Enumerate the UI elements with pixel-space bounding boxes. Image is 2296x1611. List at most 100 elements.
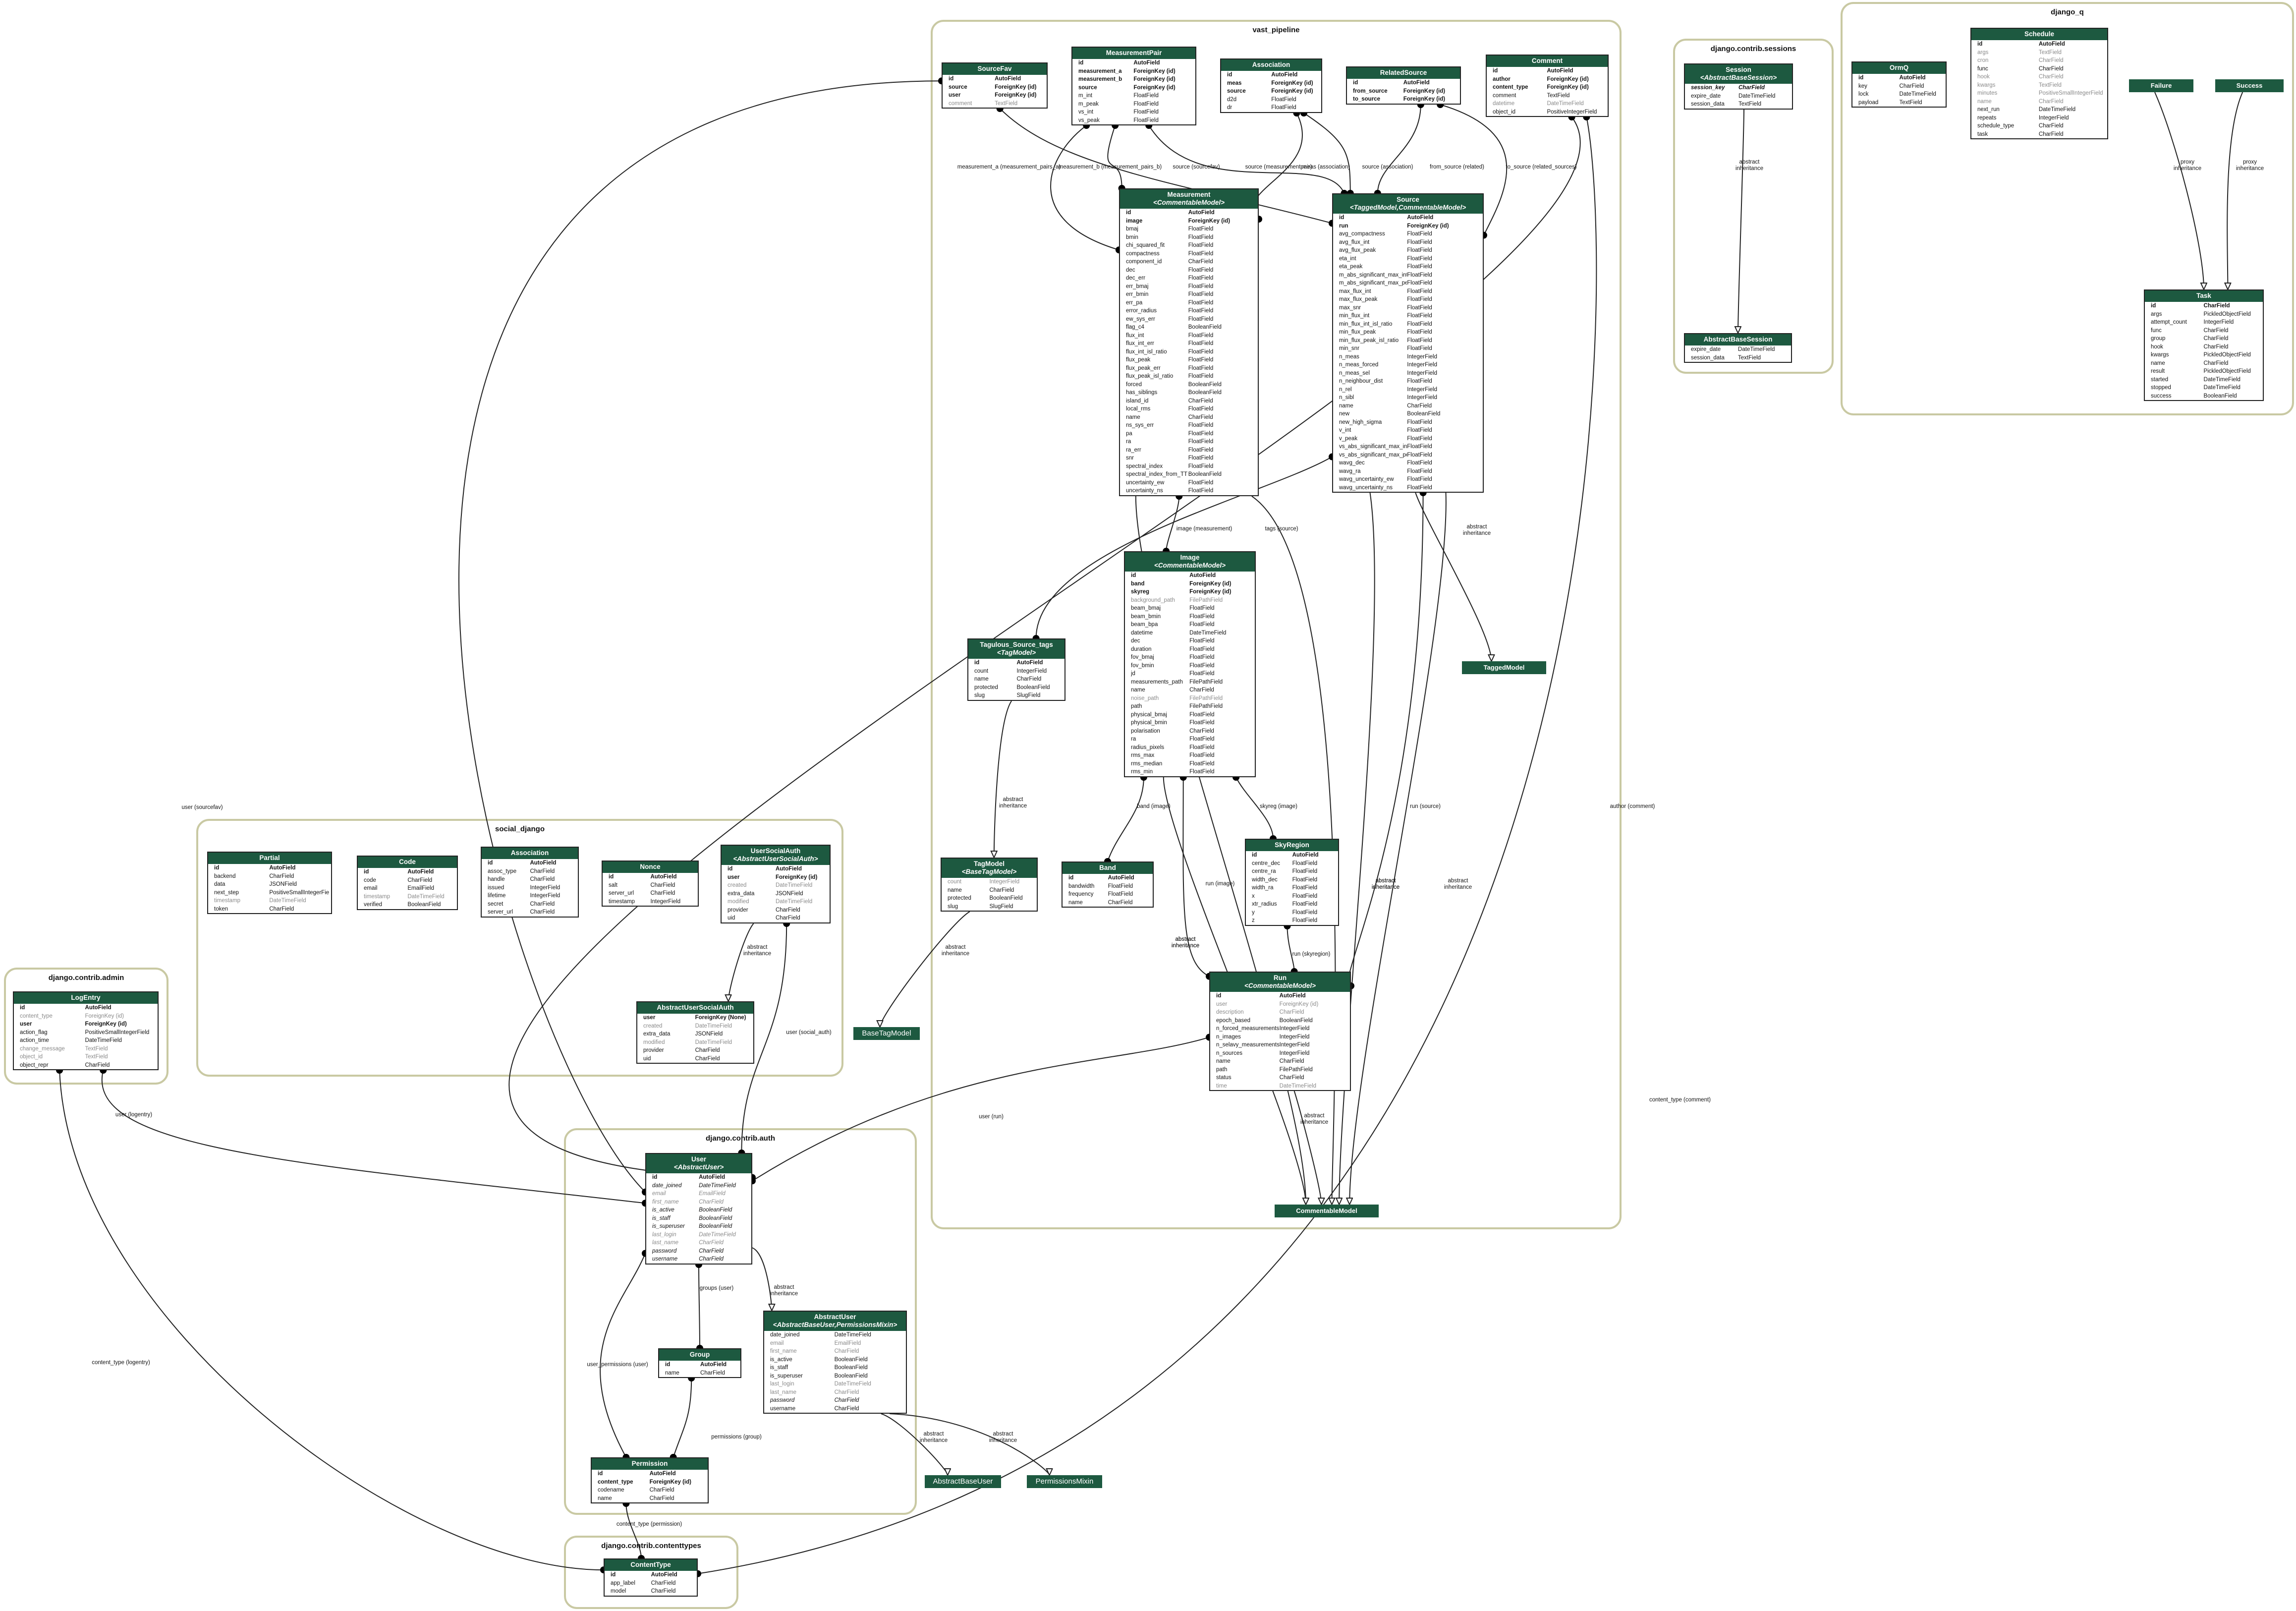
field-name: physical_bmin (1131, 720, 1167, 726)
field-name: polarisation (1131, 728, 1160, 734)
node-permissions-mixin[interactable]: PermissionsMixin (1027, 1475, 1102, 1488)
node-success[interactable]: Success (2215, 79, 2284, 92)
field-type: AutoField (1292, 852, 1319, 858)
field-name: flux_int (1126, 332, 1144, 339)
field-name: eta_int (1339, 255, 1356, 262)
field-type: CharField (989, 887, 1014, 893)
model-name: ContentType (630, 1561, 671, 1568)
model-name: Run (1273, 974, 1287, 981)
field-name: server_url (609, 890, 634, 896)
model-user-social-auth[interactable]: UserSocialAuth<AbstractUserSocialAuth>id… (721, 845, 831, 923)
field-type: FloatField (1188, 275, 1214, 281)
field-name: last_name (652, 1240, 679, 1246)
field-name: extra_data (643, 1031, 671, 1037)
model-stereotype: <AbstractUser> (673, 1163, 724, 1171)
field-type: ForeignKey (id) (1403, 88, 1446, 94)
node-commentable-model[interactable]: CommentableModel (1275, 1205, 1379, 1217)
field-name: assoc_type (488, 868, 517, 874)
field-name: hook (2151, 344, 2163, 350)
field-name: id (728, 866, 733, 872)
field-name: ra (1131, 736, 1136, 742)
field-name: id (1493, 68, 1498, 74)
node-base-tag-model[interactable]: BaseTagModel (853, 1027, 920, 1040)
model-abstract-user[interactable]: AbstractUser<AbstractBaseUser,Permission… (763, 1311, 907, 1414)
field-type: FloatField (1133, 101, 1159, 107)
field-name: pa (1126, 430, 1132, 437)
field-name: xtr_radius (1252, 901, 1277, 907)
field-name: flag_c4 (1126, 324, 1145, 330)
field-type: FloatField (1407, 444, 1432, 450)
node-failure[interactable]: Failure (2129, 79, 2193, 92)
field-type: FilePathField (1189, 695, 1223, 701)
node-abstract-base-user[interactable]: AbstractBaseUser (925, 1475, 1001, 1488)
field-name: comment (1493, 92, 1516, 99)
field-type: BooleanField (2203, 393, 2237, 399)
model-stereotype: <AbstractBaseSession> (1700, 74, 1777, 81)
field-name: func (1977, 65, 1988, 72)
field-name: m_peak (1078, 101, 1099, 107)
field-type: CharField (1189, 687, 1214, 693)
model-header: Association (482, 848, 578, 859)
field-type: FilePathField (1189, 679, 1223, 685)
field-type: IntegerField (530, 893, 560, 899)
field-type: FloatField (1189, 711, 1215, 718)
field-name: vs_int (1078, 109, 1094, 115)
edge-label: source (measurementpair) (1245, 164, 1312, 170)
node-tagged-model[interactable]: TaggedModel (1462, 661, 1546, 674)
field-type: IntegerField (1279, 1042, 1310, 1048)
model-header: Partial (208, 853, 331, 864)
field-type: BooleanField (1188, 390, 1222, 396)
model-header: AbstractUserSocialAuth (637, 1002, 753, 1014)
field-type: JSONField (775, 890, 803, 897)
fk-edge (458, 80, 942, 1193)
